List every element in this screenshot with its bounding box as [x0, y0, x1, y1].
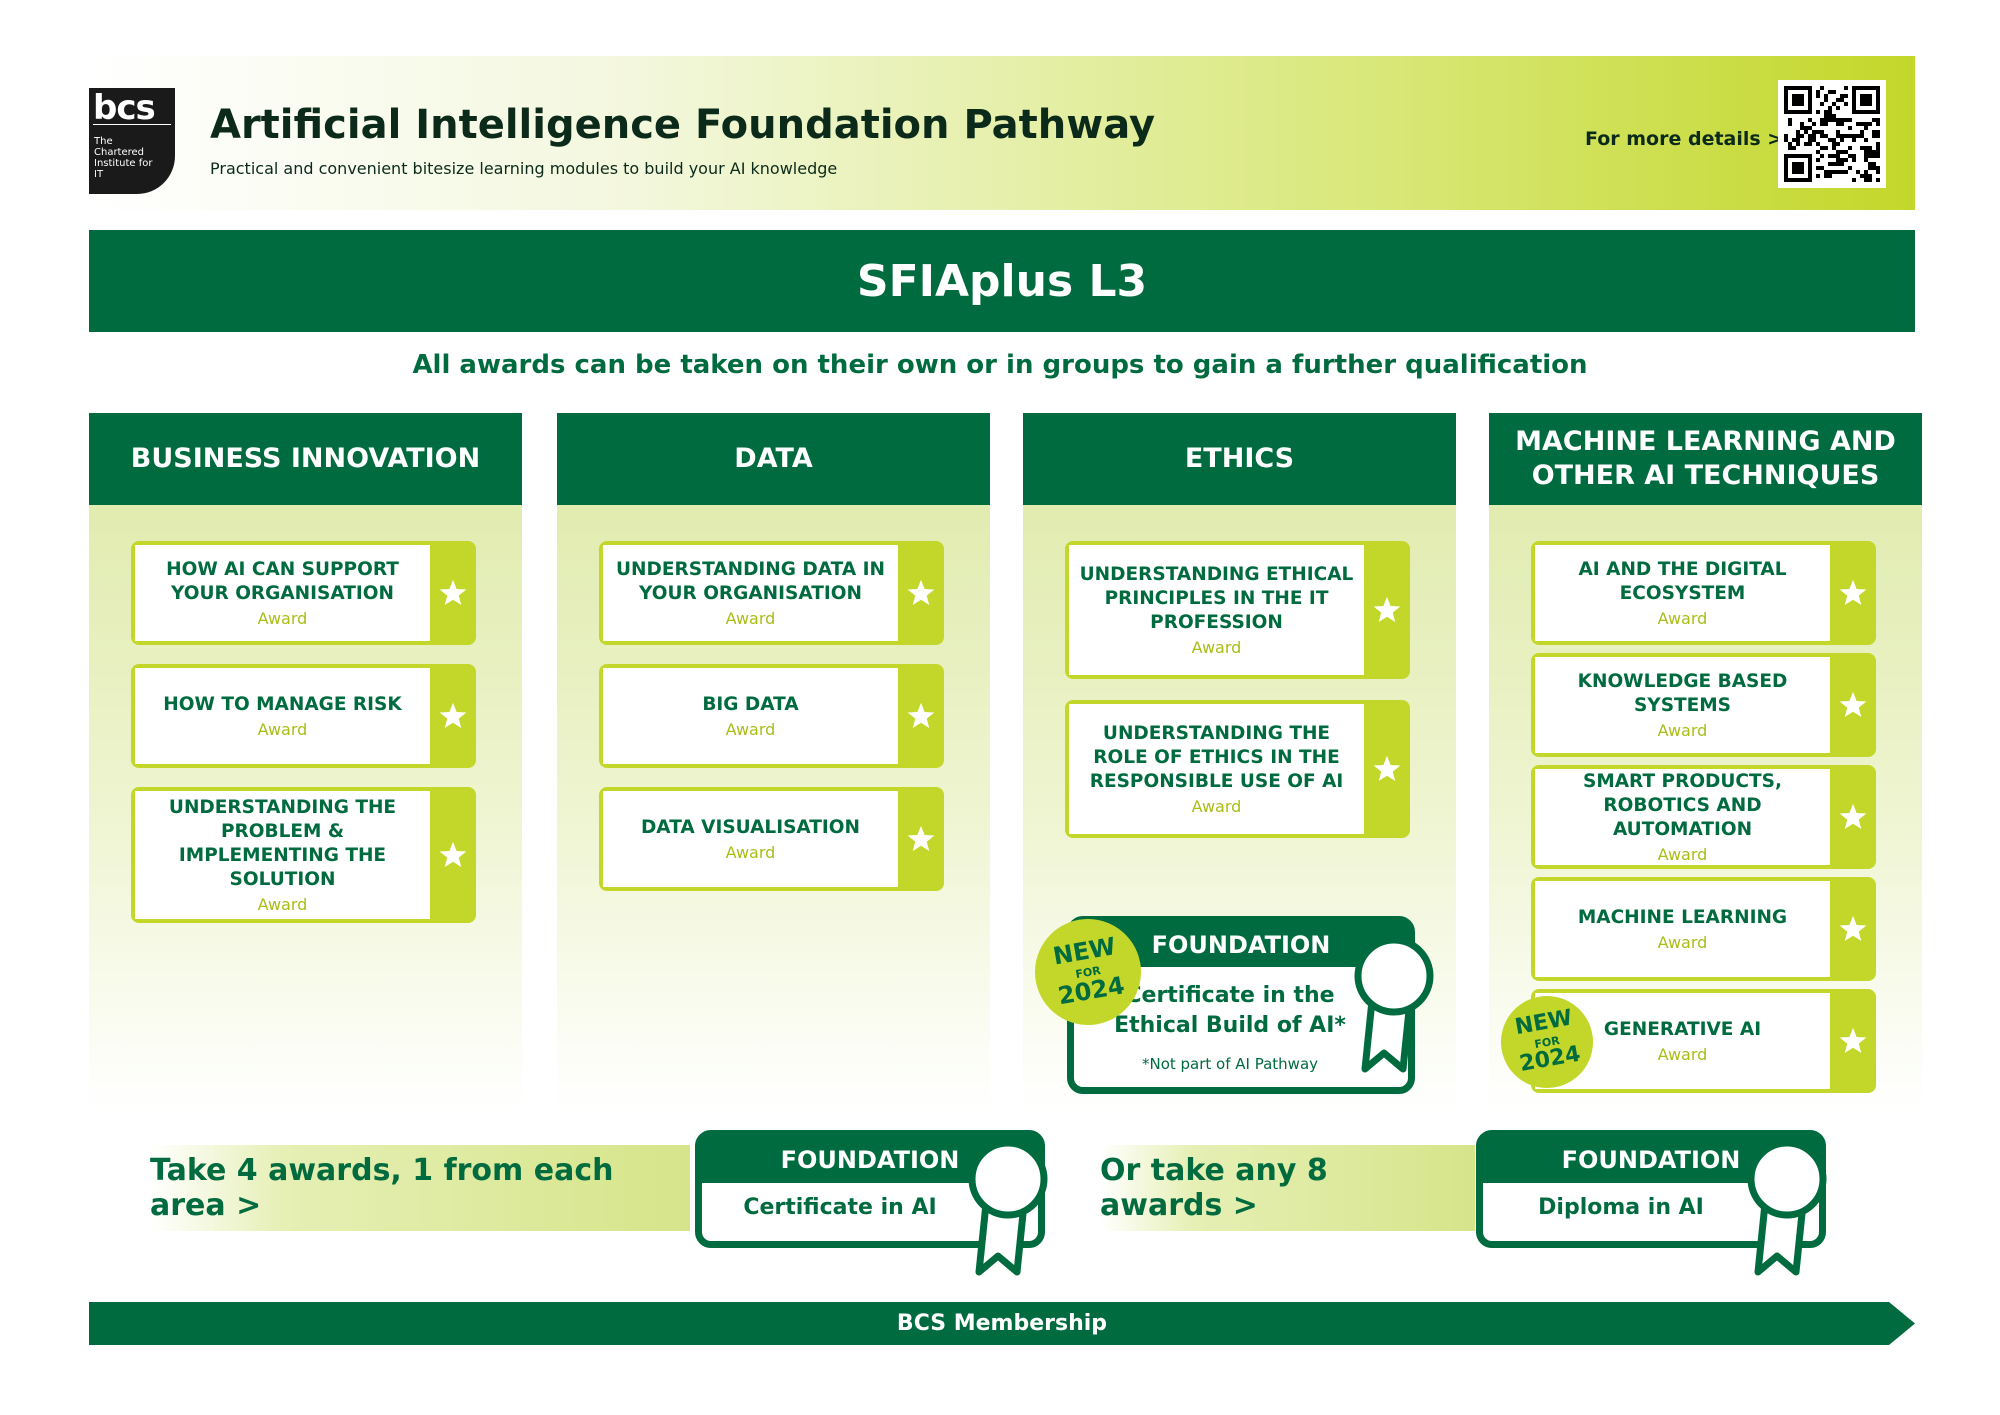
award-label: Award [1191, 797, 1242, 816]
more-details-link[interactable]: For more details > [1585, 128, 1784, 150]
award-label: Award [1657, 845, 1708, 864]
column-title: MACHINE LEARNING AND OTHER AI TECHNIQUES [1489, 413, 1922, 505]
star-icon [907, 825, 935, 851]
star-icon [439, 841, 467, 867]
star-icon [1839, 579, 1867, 605]
award-label: Award [725, 609, 776, 628]
star-icon [1373, 596, 1401, 622]
award-card[interactable]: UNDERSTANDING THE PROBLEM & IMPLEMENTING… [131, 787, 476, 923]
star-icon [1373, 755, 1401, 781]
certificate-heading: FOUNDATION [702, 1137, 1038, 1183]
award-name: UNDERSTANDING DATA IN YOUR ORGANISATION [616, 559, 885, 604]
star-icon [907, 702, 935, 728]
award-label: Award [257, 609, 308, 628]
award-label: Award [257, 895, 308, 914]
page-title: Artificial Intelligence Foundation Pathw… [210, 102, 1156, 148]
award-label: Award [1191, 638, 1242, 657]
award-card[interactable]: SMART PRODUCTS, ROBOTICS AND AUTOMATION A… [1531, 765, 1876, 869]
certificate-name: Certificate in AI [743, 1195, 937, 1220]
column-title: DATA [557, 413, 990, 505]
rosette-icon [1747, 1139, 1827, 1276]
logo-subtext: The Chartered Institute for IT [94, 136, 153, 180]
pathway-instruction: Or take any 8 awards > [1100, 1145, 1475, 1231]
award-name: UNDERSTANDING THE PROBLEM & IMPLEMENTING… [168, 797, 397, 890]
award-card[interactable]: KNOWLEDGE BASED SYSTEMS Award [1531, 653, 1876, 757]
star-icon [1839, 691, 1867, 717]
award-card[interactable]: DATA VISUALISATION Award [599, 787, 944, 891]
pathway-instruction: Take 4 awards, 1 from each area > [150, 1145, 690, 1231]
award-name: UNDERSTANDING ETHICAL PRINCIPLES IN THE … [1079, 564, 1354, 633]
award-card[interactable]: HOW TO MANAGE RISK Award [131, 664, 476, 768]
award-name: GENERATIVE AI [1603, 1019, 1762, 1040]
award-name: SMART PRODUCTS, ROBOTICS AND AUTOMATION [1583, 771, 1782, 840]
award-label: Award [1657, 609, 1708, 628]
bcs-logo: bcs The Chartered Institute for IT [89, 88, 175, 194]
award-card[interactable]: UNDERSTANDING THE ROLE OF ETHICS IN THE … [1065, 700, 1410, 838]
star-icon [1839, 803, 1867, 829]
award-label: Award [1657, 1045, 1708, 1064]
rosette-icon [1354, 936, 1434, 1073]
award-card[interactable]: BIG DATA Award [599, 664, 944, 768]
award-card[interactable]: HOW AI CAN SUPPORT YOUR ORGANISATION Awar… [131, 541, 476, 645]
award-name: BIG DATA [702, 694, 799, 715]
award-label: Award [257, 720, 308, 739]
award-name: KNOWLEDGE BASED SYSTEMS [1577, 671, 1788, 716]
certificate-name: Certificate in the Ethical Build of AI* [1114, 983, 1346, 1038]
column-title: BUSINESS INNOVATION [89, 413, 522, 505]
column-title: ETHICS [1023, 413, 1456, 505]
logo-text: bcs [93, 88, 156, 128]
level-banner: SFIAplus L3 [89, 230, 1915, 332]
rosette-icon [968, 1139, 1048, 1276]
award-card[interactable]: MACHINE LEARNING Award [1531, 877, 1876, 981]
star-icon [439, 702, 467, 728]
award-name: MACHINE LEARNING [1577, 907, 1788, 928]
qr-code-icon[interactable] [1778, 80, 1886, 188]
star-icon [907, 579, 935, 605]
star-icon [1839, 915, 1867, 941]
star-icon [1839, 1027, 1867, 1053]
membership-label: BCS Membership [896, 1311, 1108, 1336]
membership-arrow [89, 1302, 1915, 1345]
page-subtitle: Practical and convenient bitesize learni… [210, 159, 838, 178]
award-card[interactable]: AI AND THE DIGITAL ECOSYSTEM Award [1531, 541, 1876, 645]
award-name: HOW TO MANAGE RISK [163, 694, 402, 715]
award-name: DATA VISUALISATION [640, 817, 861, 838]
award-name: HOW AI CAN SUPPORT YOUR ORGANISATION [166, 559, 399, 604]
star-icon [439, 579, 467, 605]
column-data: DATA UNDERSTANDING DATA IN YOUR ORGANISA… [557, 413, 990, 1113]
header-banner: bcs The Chartered Institute for IT Artif… [89, 56, 1915, 210]
award-label: Award [725, 720, 776, 739]
certificate-note: *Not part of AI Pathway [1141, 1055, 1319, 1073]
column-ethics: ETHICS UNDERSTANDING ETHICAL PRINCIPLES … [1023, 413, 1456, 1113]
award-label: Award [1657, 933, 1708, 952]
award-name: UNDERSTANDING THE ROLE OF ETHICS IN THE … [1089, 723, 1344, 792]
award-card[interactable]: UNDERSTANDING DATA IN YOUR ORGANISATION A… [599, 541, 944, 645]
award-label: Award [1657, 721, 1708, 740]
award-name: AI AND THE DIGITAL ECOSYSTEM [1578, 559, 1787, 604]
column-machine-learning: MACHINE LEARNING AND OTHER AI TECHNIQUES… [1489, 413, 1922, 1113]
tagline: All awards can be taken on their own or … [412, 350, 1588, 380]
column-business-innovation: BUSINESS INNOVATION HOW AI CAN SUPPORT Y… [89, 413, 522, 1113]
award-label: Award [725, 843, 776, 862]
certificate-name: Diploma in AI [1538, 1195, 1704, 1220]
award-card[interactable]: UNDERSTANDING ETHICAL PRINCIPLES IN THE … [1065, 541, 1410, 679]
